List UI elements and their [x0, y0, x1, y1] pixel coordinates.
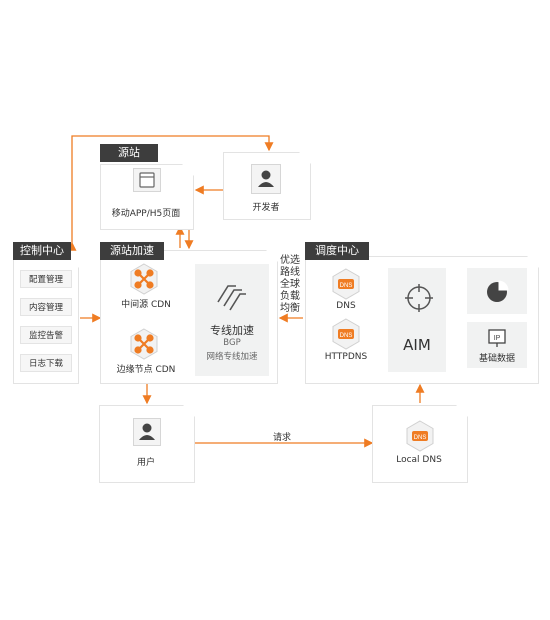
svg-text:DNS: DNS — [340, 283, 353, 289]
user-card[interactable] — [133, 418, 161, 446]
local-dns-label: Local DNS — [396, 455, 442, 465]
route-optimization-text: 优选路线全球负载均衡 — [280, 255, 300, 314]
browser-window-icon — [139, 172, 155, 188]
user-label: 用户 — [136, 458, 155, 468]
svg-text:IP: IP — [494, 335, 501, 342]
network-node-icon — [130, 263, 158, 295]
httpdns-node-icon: DNS — [332, 318, 360, 350]
control-item-monitor[interactable]: 监控告警 — [20, 326, 72, 344]
basic-data-label: 基础数据 — [478, 354, 515, 364]
control-item-content[interactable]: 内容管理 — [20, 298, 72, 316]
ip-document-icon: IP — [488, 329, 506, 347]
svg-text:DNS: DNS — [340, 333, 353, 339]
dedicated-network: 网络专线加速 — [206, 352, 258, 362]
dns-node-icon: DNS — [332, 268, 360, 300]
accel-tag: 源站加速 — [100, 242, 164, 260]
middle-cdn-label: 中间源 CDN — [121, 300, 171, 310]
developer-card[interactable] — [251, 164, 281, 194]
app-label: 移动APP/H5页面 — [111, 209, 181, 219]
aim-label: AIM — [403, 336, 431, 354]
person-icon — [258, 170, 274, 187]
dedicated-line-icon — [217, 285, 246, 311]
dedicated-bgp: BGP — [223, 338, 241, 348]
control-item-logs[interactable]: 日志下载 — [20, 354, 72, 372]
network-node-icon — [130, 328, 158, 360]
loop-connector — [67, 135, 274, 251]
pie-chart-icon — [487, 280, 509, 302]
aim-box[interactable] — [388, 268, 446, 372]
control-tag: 控制中心 — [13, 242, 71, 260]
dns-label: DNS — [336, 301, 356, 311]
httpdns-label: HTTPDNS — [324, 352, 368, 362]
dispatch-tag: 调度中心 — [305, 242, 369, 260]
control-item-config[interactable]: 配置管理 — [20, 270, 72, 288]
svg-text:DNS: DNS — [414, 435, 427, 441]
dedicated-line-box — [195, 264, 269, 376]
developer-label: 开发者 — [252, 203, 280, 213]
source-tag: 源站 — [100, 144, 158, 162]
dedicated-title: 专线加速 — [210, 324, 254, 337]
target-icon — [405, 284, 433, 312]
app-card[interactable] — [133, 168, 161, 192]
person-icon — [139, 423, 155, 440]
local-dns-node-icon: DNS — [406, 420, 434, 452]
request-label: 请求 — [272, 433, 291, 443]
edge-cdn-label: 边缘节点 CDN — [116, 365, 176, 375]
